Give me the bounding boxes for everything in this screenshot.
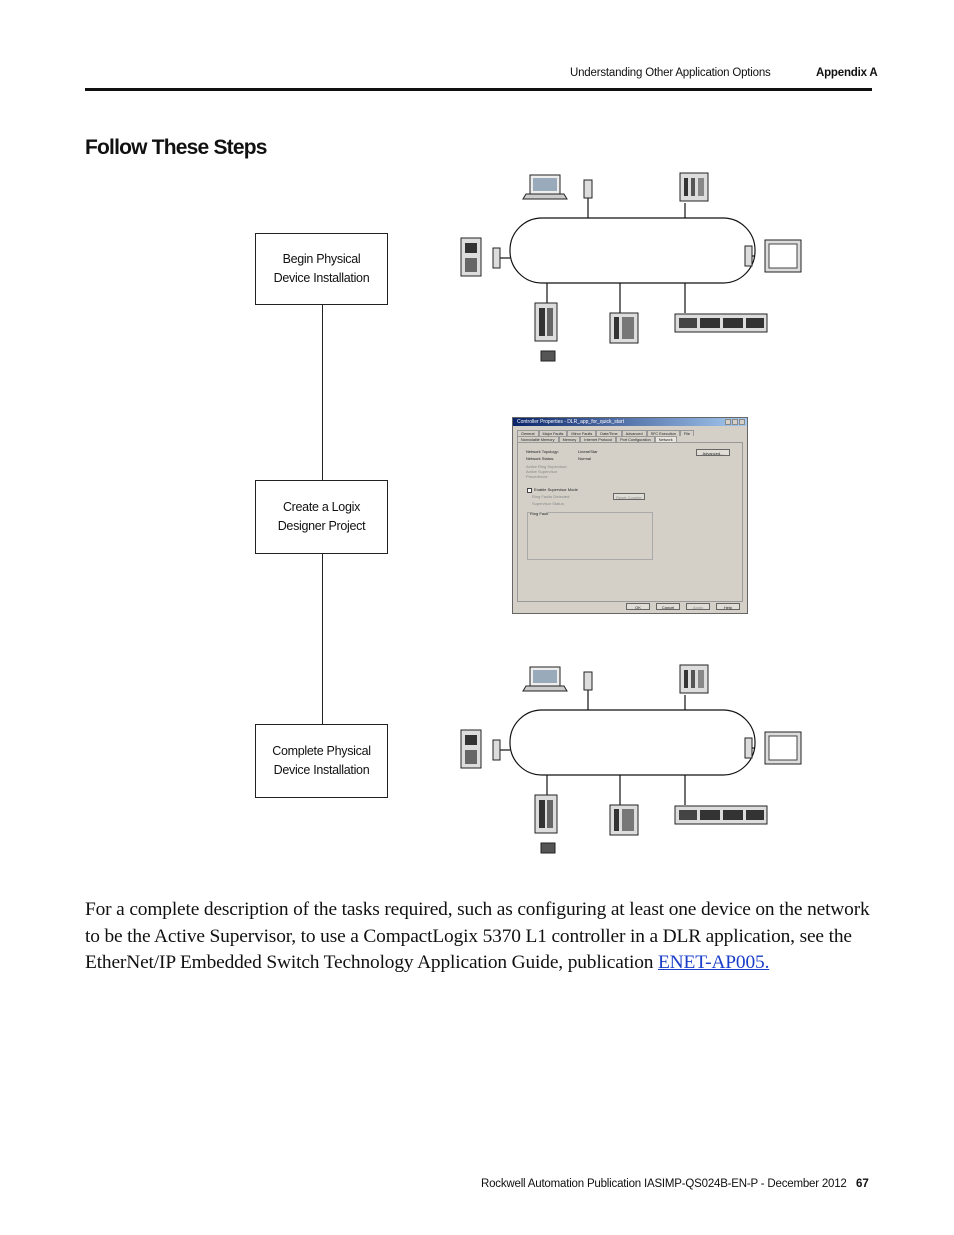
network-topology-label: Network Topology:: [526, 449, 559, 454]
network-status-label: Network Status:: [526, 456, 555, 461]
ring-faults-detected-label: Ring Faults Detected:: [532, 494, 571, 499]
controller-chassis-icon: [679, 664, 709, 694]
ring-fault-group-label: Ring Fault: [530, 511, 549, 516]
page-title: Follow These Steps: [85, 136, 267, 159]
controller-chassis-icon: [679, 172, 709, 202]
dlr-network-diagram-bottom: [460, 664, 802, 854]
tab-port-configuration[interactable]: Port Configuration: [616, 436, 655, 442]
tab-network[interactable]: Network: [654, 436, 677, 442]
dlr-network-diagram-top: [460, 172, 802, 362]
flow-connector-1: [322, 305, 323, 480]
tab-major-faults[interactable]: Major Faults: [538, 430, 568, 436]
controller-properties-dialog: Controller Properties - DLR_app_for_quic…: [512, 417, 748, 614]
hmi-panel-icon: [764, 731, 802, 765]
close-icon[interactable]: [739, 419, 745, 425]
cancel-button[interactable]: Cancel: [656, 603, 680, 610]
tab-row-1: General Major Faults Minor Faults Date/T…: [517, 430, 695, 436]
tab-sfc-execution[interactable]: SFC Execution: [646, 430, 680, 436]
tab-advanced[interactable]: Advanced: [621, 430, 647, 436]
io-module-icon: [609, 312, 639, 344]
tab-internet-protocol[interactable]: Internet Protocol: [580, 436, 617, 442]
enable-supervisor-label: Enable Supervisor Mode: [534, 487, 578, 492]
footer-publication: Rockwell Automation Publication IASIMP-Q…: [481, 1178, 847, 1190]
flow-step-complete-installation: Complete Physical Device Installation: [255, 724, 388, 798]
help-button[interactable]: Help: [716, 603, 740, 610]
paragraph-text: For a complete description of the tasks …: [85, 899, 870, 973]
precedence-label: Precedence:: [526, 474, 549, 479]
dlr-ring: [509, 709, 756, 776]
tab-memory[interactable]: Memory: [558, 436, 581, 442]
flow-step-begin-installation: Begin Physical Device Installation: [255, 233, 388, 305]
supervisor-status-label: Supervisor Status:: [532, 501, 565, 506]
tap-module-icon: [583, 671, 593, 691]
ring-fault-groupbox: Ring Fault: [527, 511, 653, 560]
page-number: 67: [856, 1178, 869, 1190]
enet-ap005-link[interactable]: ENET-AP005.: [657, 952, 770, 973]
network-topology-value: Linear/Star: [578, 449, 598, 454]
tap-module-icon: [492, 739, 501, 761]
distributed-io-icon: [674, 805, 768, 825]
minimize-icon[interactable]: [725, 419, 731, 425]
description-paragraph: For a complete description of the tasks …: [85, 897, 875, 977]
io-adapter-icon: [460, 237, 482, 277]
hmi-panel-icon: [764, 239, 802, 273]
tap-module-icon: [744, 245, 753, 267]
distributed-io-icon: [674, 313, 768, 333]
active-supervisor-label: Active Supervisor: [526, 469, 558, 474]
header-section-title: Understanding Other Application Options: [570, 67, 771, 79]
tab-date-time[interactable]: Date/Time: [596, 430, 622, 436]
advanced-button[interactable]: Advanced...: [696, 449, 730, 456]
enable-supervisor-checkbox[interactable]: [527, 488, 532, 493]
tab-nonvolatile-memory[interactable]: Nonvolatile Memory: [517, 436, 559, 442]
ok-button[interactable]: OK: [626, 603, 650, 610]
laptop-icon: [522, 174, 568, 200]
active-ring-supervisor-label: Active Ring Supervisor:: [526, 464, 568, 469]
maximize-icon[interactable]: [732, 419, 738, 425]
tab-general[interactable]: General: [517, 430, 539, 436]
flow-step-create-project: Create a Logix Designer Project: [255, 480, 388, 554]
reset-counter-button[interactable]: Reset Counter: [613, 493, 645, 500]
flow-connector-2: [322, 554, 323, 724]
tap-module-icon: [744, 737, 753, 759]
io-adapter-icon: [460, 729, 482, 769]
header-appendix-label: Appendix A: [816, 67, 878, 79]
tap-module-icon: [492, 247, 501, 269]
laptop-icon: [522, 666, 568, 692]
network-status-value: Normal: [578, 456, 591, 461]
tab-minor-faults[interactable]: Minor Faults: [567, 430, 597, 436]
tab-file[interactable]: File: [679, 430, 695, 436]
tab-row-2: Nonvolatile Memory Memory Internet Proto…: [517, 436, 677, 442]
drive-icon: [534, 302, 558, 362]
dlr-ring: [509, 217, 756, 284]
apply-button[interactable]: Apply: [686, 603, 710, 610]
tab-panel: [517, 442, 743, 602]
header-rule: [85, 88, 872, 91]
io-module-icon: [609, 804, 639, 836]
tap-module-icon: [583, 179, 593, 199]
dialog-title-bar: Controller Properties - DLR_app_for_quic…: [513, 418, 747, 426]
drive-icon: [534, 794, 558, 854]
dialog-title: Controller Properties - DLR_app_for_quic…: [517, 419, 624, 425]
